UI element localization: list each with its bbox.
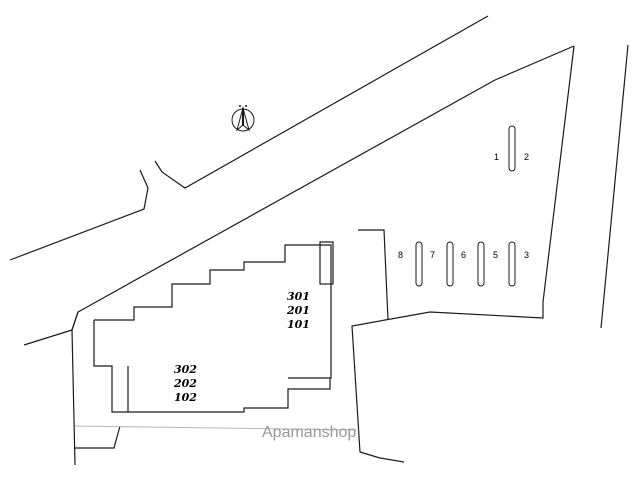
parking-stall: [508, 125, 516, 172]
parking-number: 5: [493, 250, 498, 260]
unit-label: 101: [287, 318, 310, 331]
unit-label: 202: [173, 377, 197, 390]
parking-number: 2: [524, 152, 529, 162]
building-balcony: [319, 241, 334, 285]
unit-label: 102: [174, 391, 197, 404]
parking-boundary: [358, 229, 389, 321]
parking-stall: [446, 241, 454, 287]
site-boundary-left: [71, 311, 79, 466]
watermark-rule: [74, 425, 361, 431]
unit-label: 301: [287, 290, 310, 303]
parking-number: 6: [461, 250, 466, 260]
far-right-boundary: [600, 44, 629, 329]
access-path: [75, 425, 121, 449]
parking-number: 1: [494, 152, 499, 162]
parking-stalls: [415, 125, 516, 287]
road-edge-lower-left: [9, 169, 149, 261]
parking-number: 3: [524, 250, 529, 260]
parking-stall: [477, 241, 485, 287]
site-boundary-right: [351, 45, 575, 463]
parking-stall: [508, 241, 516, 287]
parking-number: 7: [430, 250, 435, 260]
road-edge-upper: [154, 15, 489, 189]
unit-label: 302: [174, 363, 197, 376]
parking-number: 8: [398, 250, 403, 260]
north-arrow-icon: [231, 105, 255, 132]
watermark-text: Apamanshop: [262, 424, 356, 441]
parking-stall: [415, 241, 423, 287]
building-outline: [93, 244, 332, 413]
unit-label: 201: [286, 304, 310, 317]
